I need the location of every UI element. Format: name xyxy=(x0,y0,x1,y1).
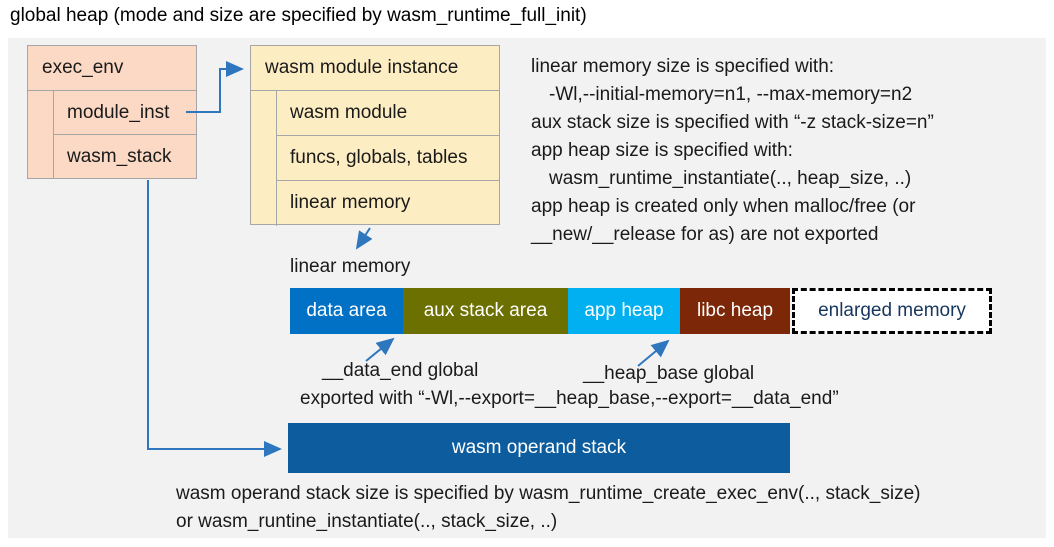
module-instance-row-wasm-module: wasm module xyxy=(277,91,499,136)
diagram-title: global heap (mode and size are specified… xyxy=(10,5,587,26)
note-line: wasm operand stack size is specified by … xyxy=(176,483,921,504)
exec-env-rows: module_inst wasm_stack xyxy=(53,91,196,179)
module-instance-box: wasm module instance wasm module funcs, … xyxy=(250,45,500,226)
note-line: -Wl,--initial-memory=n1, --max-memory=n2 xyxy=(549,84,913,105)
segment-app-heap: app heap xyxy=(568,288,680,334)
note-line: wasm_runtime_instantiate(.., heap_size, … xyxy=(549,168,912,189)
exec-env-header: exec_env xyxy=(28,46,196,91)
note-line: or wasm_runtine_instantiate(.., stack_si… xyxy=(176,511,558,532)
module-instance-row-linear-memory: linear memory xyxy=(290,192,411,213)
module-instance-rows: wasm module funcs, globals, tables linea… xyxy=(276,91,499,226)
note-line: app heap size is specified with: xyxy=(531,140,793,161)
note-line: __new/__release for as) are not exported xyxy=(531,224,879,245)
segment-data-area: data area xyxy=(290,288,403,334)
heap-base-global-label: __heap_base global xyxy=(583,363,755,384)
segment-libc-heap: libc heap xyxy=(680,288,790,334)
note-line: app heap is created only when malloc/fre… xyxy=(531,196,916,217)
segment-aux-stack-area: aux stack area xyxy=(403,288,568,334)
wasm-operand-stack-bar: wasm operand stack xyxy=(288,423,790,473)
module-instance-row-funcs-globals-tables: funcs, globals, tables xyxy=(277,136,499,181)
segment-enlarged-memory: enlarged memory xyxy=(792,288,992,334)
exec-env-box: exec_env module_inst wasm_stack xyxy=(27,45,197,179)
linear-memory-bar: data area aux stack area app heap libc h… xyxy=(290,288,992,334)
note-line: linear memory size is specified with: xyxy=(531,56,835,77)
data-end-global-label: __data_end global xyxy=(322,360,479,381)
exec-env-row-module-inst: module_inst xyxy=(54,91,196,135)
note-line: aux stack size is specified with “-z sta… xyxy=(531,112,934,133)
exec-env-row-wasm-stack: wasm_stack xyxy=(67,146,172,167)
operand-stack-notes: wasm operand stack size is specified by … xyxy=(176,480,921,536)
linear-memory-label: linear memory xyxy=(290,256,411,277)
memory-size-notes: linear memory size is specified with: -W… xyxy=(531,53,934,249)
exported-with-label: exported with “-Wl,--export=__heap_base,… xyxy=(300,388,839,409)
module-instance-header: wasm module instance xyxy=(251,46,499,91)
